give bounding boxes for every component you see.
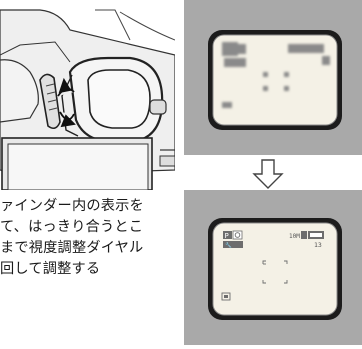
viewfinder-sharp: P 🔧 10M 13	[208, 218, 342, 320]
drive-mode-icon	[223, 241, 243, 248]
viewfinder-sharp-panel: P 🔧 10M 13	[184, 190, 362, 345]
metering-icon	[234, 232, 241, 238]
rotation-arrow-icon	[57, 77, 76, 128]
instruction-line: まで視度調整ダイヤル	[0, 240, 144, 256]
instruction-text: ァインダー内の表示を て、はっきり合うとこ まで視度調整ダイヤル 回して調整する	[0, 196, 182, 280]
instruction-line: 回して調整する	[0, 261, 101, 277]
drive-mode-label: 🔧	[225, 241, 232, 249]
memory-card-icon	[221, 292, 231, 301]
viewfinder-blurry	[208, 30, 342, 130]
program-mode-icon: P	[225, 232, 229, 240]
image-size-label: 10M	[289, 233, 300, 240]
diopter-dial	[39, 73, 61, 130]
viewfinder-blurry-panel	[184, 0, 362, 155]
af-frame	[262, 260, 288, 284]
hollow-down-arrow-icon	[252, 159, 284, 189]
instruction-line: て、はっきり合うとこ	[0, 219, 144, 235]
eyecup	[61, 56, 164, 144]
quality-icon	[301, 231, 307, 239]
camera-illustration	[0, 9, 175, 190]
instruction-line: ァインダー内の表示を	[0, 198, 144, 214]
shots-remaining: 13	[314, 241, 322, 249]
